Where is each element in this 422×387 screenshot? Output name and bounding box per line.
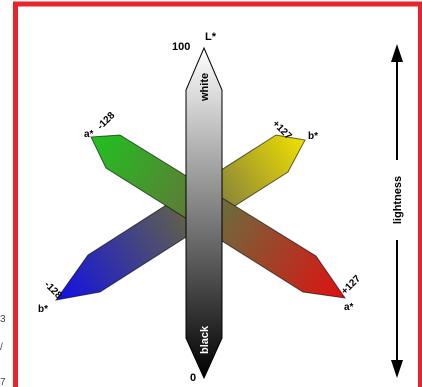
- edge-fragment-1: 3: [0, 314, 6, 325]
- b-axis-positive-name: b*: [308, 131, 318, 142]
- arrow-head-down-icon: [391, 360, 403, 378]
- red-frame: [13, 1, 422, 387]
- a-axis-negative-name: a*: [84, 129, 94, 140]
- l-axis-bottom-value: 0: [190, 372, 196, 384]
- b-axis-negative-name: b*: [38, 304, 48, 315]
- edge-fragment-2: /: [0, 342, 3, 353]
- lightness-label: lightness: [392, 176, 404, 224]
- black-label: black: [199, 325, 211, 354]
- l-axis-top-value: 100: [172, 41, 190, 53]
- lightness-arrow: [391, 44, 403, 378]
- white-label: white: [199, 73, 211, 102]
- l-axis-name: L*: [205, 31, 217, 43]
- a-axis-positive-value: +127: [339, 273, 363, 297]
- edge-fragment-3: 7: [0, 377, 6, 387]
- b-axis-bar: [54, 134, 306, 301]
- a-axis-positive-name: a*: [344, 302, 354, 313]
- a-axis-negative-value: -128: [95, 110, 117, 132]
- l-axis-bar: [185, 46, 223, 380]
- arrow-head-up-icon: [391, 44, 403, 62]
